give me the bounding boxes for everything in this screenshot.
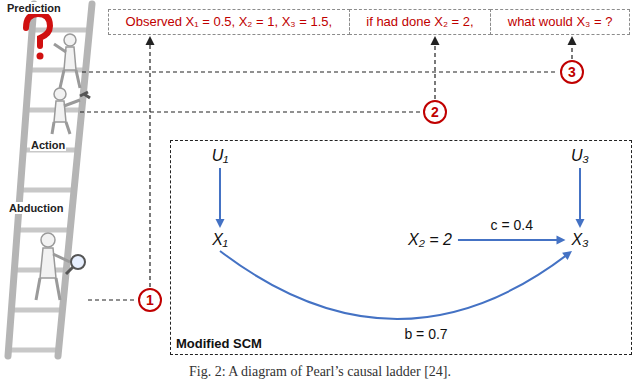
variable-node: X₁	[208, 230, 232, 250]
rung-label: Action	[30, 139, 66, 151]
frame-title: Modified SCM	[176, 336, 262, 351]
callout-number: 3	[568, 64, 576, 80]
arrow-head	[431, 36, 440, 45]
variable-node: X₃	[567, 230, 592, 250]
callout-number: 2	[431, 104, 439, 120]
variable-label: X₂ = 2	[408, 231, 452, 248]
edge-label: c = 0.4	[489, 217, 535, 233]
action-figure	[52, 88, 90, 134]
connector-line	[219, 168, 221, 222]
rung-label: Prediction	[6, 2, 62, 14]
connector-line	[458, 239, 560, 241]
variable-label: U₁	[212, 147, 229, 164]
callout-arrow	[146, 36, 155, 287]
callout-arrow	[431, 36, 440, 99]
arrow-head	[556, 236, 565, 245]
causal-arrow	[575, 168, 584, 228]
causal-arrow	[458, 236, 566, 245]
connector-line	[149, 42, 150, 287]
arrow-head	[575, 219, 584, 228]
causal-arrow	[220, 251, 572, 319]
variable-label: X₃	[571, 231, 588, 248]
variable-node: X₂ = 2	[404, 230, 456, 250]
connector-line	[434, 42, 435, 99]
abduction-figure	[36, 233, 85, 300]
variable-node: U₃	[567, 146, 593, 166]
figure-caption: Fig. 2: A diagram of Pearl’s causal ladd…	[189, 364, 451, 380]
callout-circle: 1	[138, 288, 162, 312]
callout-circle: 2	[423, 100, 447, 124]
callout-arrow	[568, 36, 577, 59]
prediction-figure	[54, 34, 80, 88]
causal-arrow	[215, 168, 224, 228]
connector-line	[220, 251, 567, 319]
text-box: Observed X₁ = 0.5, X₂ = 1, X₃ = 1.5,	[108, 9, 350, 35]
scm-frame: Modified SCM U₁ U₃ X₁ X₂ = 2 X₃	[170, 140, 632, 355]
connector-line	[579, 168, 581, 222]
question-mark-symbol	[26, 14, 50, 60]
callout-circle: 3	[560, 60, 584, 84]
rung-label: Abduction	[8, 202, 64, 214]
ladder-rails	[8, 4, 92, 356]
arrow-head	[146, 36, 155, 45]
text-box: if had done X₂ = 2,	[349, 9, 491, 35]
arrow-head	[215, 219, 224, 228]
leader-lines	[80, 72, 557, 300]
variable-label: X₁	[212, 231, 228, 248]
text-box: what would X₃ = ?	[490, 9, 630, 35]
variable-node: U₁	[208, 146, 233, 166]
variable-label: U₃	[571, 147, 589, 164]
box-text: if had done X₂ = 2,	[366, 14, 473, 29]
arrow-head	[568, 36, 577, 45]
box-text: what would X₃ = ?	[508, 14, 613, 29]
callout-number: 1	[146, 292, 154, 308]
box-text: Observed X₁ = 0.5, X₂ = 1, X₃ = 1.5,	[126, 14, 333, 29]
edge-label: b = 0.7	[402, 326, 449, 342]
arrow-head	[562, 251, 572, 260]
